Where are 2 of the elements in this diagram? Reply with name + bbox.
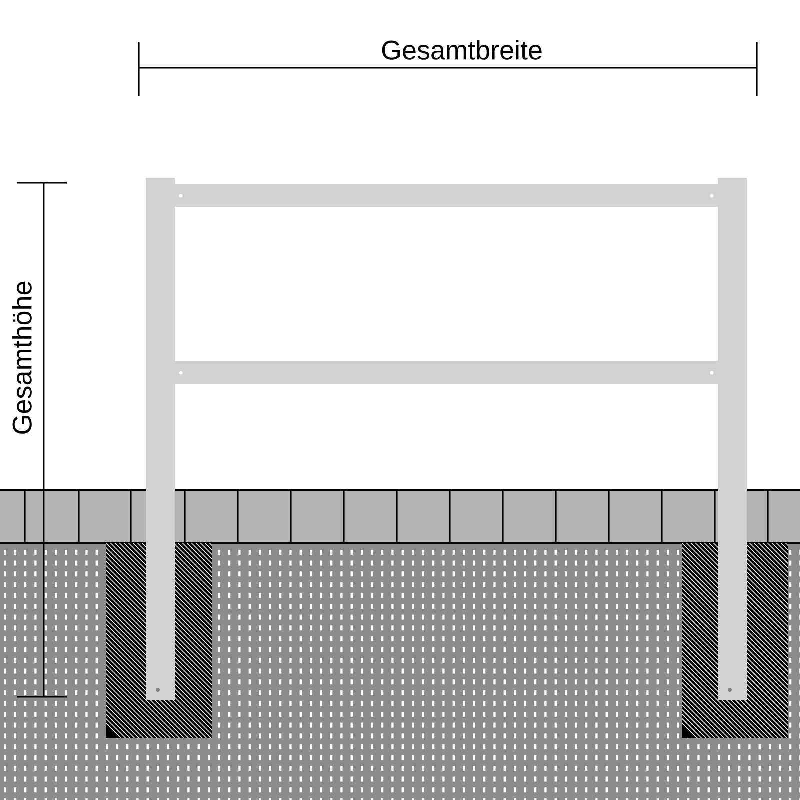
dimension-label: Gesamtbreite	[382, 40, 542, 60]
dimension-label: Gesamthöhe	[12, 282, 32, 434]
